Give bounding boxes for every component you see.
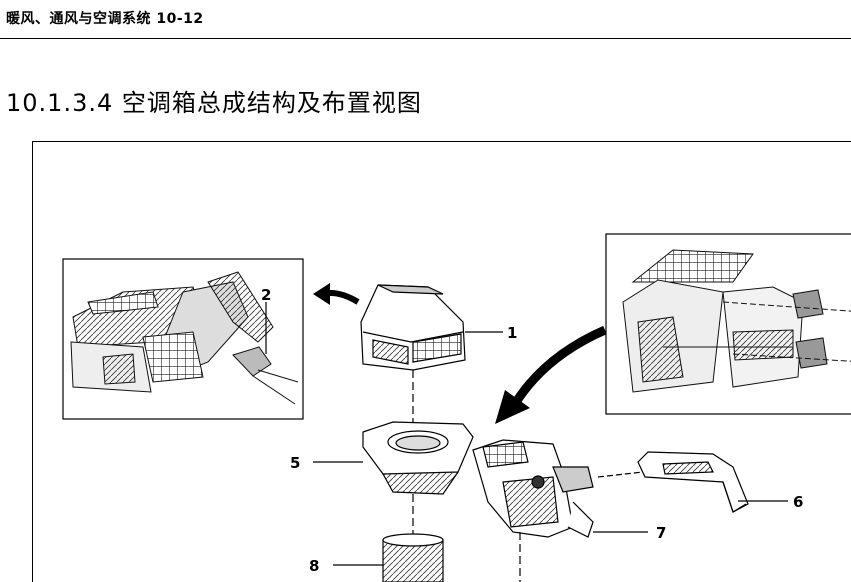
- hvac-assembly-figure: 2 1: [32, 141, 851, 582]
- hvac-main-assembly: 7: [472, 439, 666, 582]
- component-6-duct: 6: [637, 451, 803, 513]
- callout-1: 1: [507, 324, 517, 342]
- running-header: 暖风、通风与空调系统 10-12: [6, 11, 204, 27]
- right-inset-illustration: [605, 233, 851, 415]
- component-1-housing: 1: [360, 284, 517, 432]
- component-8-blower: 8: [309, 533, 444, 582]
- component-5-tray: 5: [290, 421, 474, 542]
- callout-2: 2: [261, 286, 271, 304]
- section-heading: 10.1.3.4 空调箱总成结构及布置视图: [6, 89, 422, 117]
- callout-5: 5: [290, 454, 300, 472]
- curved-arrow-right: [509, 325, 607, 410]
- left-inset-illustration: 2: [62, 258, 304, 420]
- header-rule: [0, 38, 851, 39]
- callout-7: 7: [656, 524, 666, 542]
- callout-6: 6: [793, 493, 803, 511]
- callout-8: 8: [309, 557, 319, 575]
